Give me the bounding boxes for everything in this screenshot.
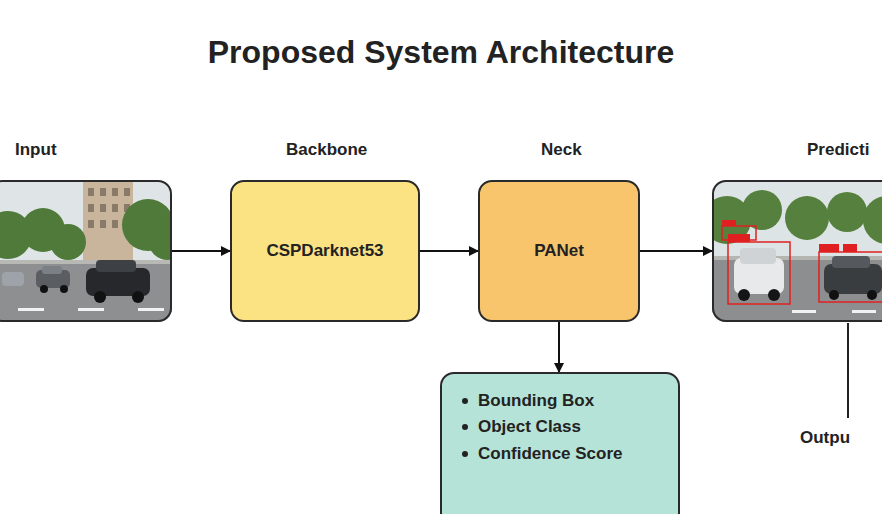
output-label: Outpu (800, 428, 850, 448)
backbone-box: BackboneCSPDarknet53 (230, 180, 420, 322)
diagram-title: Proposed System Architecture (0, 34, 882, 71)
bullet-row: Confidence Score (462, 443, 662, 464)
output-list-box: Bounding BoxObject ClassConfidence Score (440, 372, 680, 514)
stage-heading: Predicti (807, 140, 869, 160)
bullet-dot (462, 424, 468, 430)
flow-arrow (640, 250, 712, 252)
box-content: PANet (480, 182, 638, 320)
input-street-photo (0, 180, 172, 322)
box-label: PANet (534, 241, 584, 261)
bullet-row: Bounding Box (462, 390, 662, 411)
bullet-text: Bounding Box (478, 390, 594, 411)
flow-arrow (558, 322, 560, 372)
neck-box: NeckPANet (478, 180, 640, 322)
stage-heading: Backbone (286, 140, 367, 160)
prediction-image-box: Predicti (712, 180, 882, 322)
flow-arrow (420, 250, 478, 252)
bullet-list: Bounding BoxObject ClassConfidence Score (442, 374, 678, 483)
bullet-dot (462, 451, 468, 457)
input-image-box: Input (0, 180, 172, 322)
stage-heading: Neck (541, 140, 582, 160)
box-content: CSPDarknet53 (232, 182, 418, 320)
box-label: CSPDarknet53 (266, 241, 383, 261)
bullet-text: Confidence Score (478, 443, 623, 464)
stage-heading: Input (15, 140, 57, 160)
prediction-detection-photo (712, 180, 882, 322)
bullet-row: Object Class (462, 416, 662, 437)
bullet-dot (462, 398, 468, 404)
bullet-text: Object Class (478, 416, 581, 437)
flow-arrow (172, 250, 230, 252)
